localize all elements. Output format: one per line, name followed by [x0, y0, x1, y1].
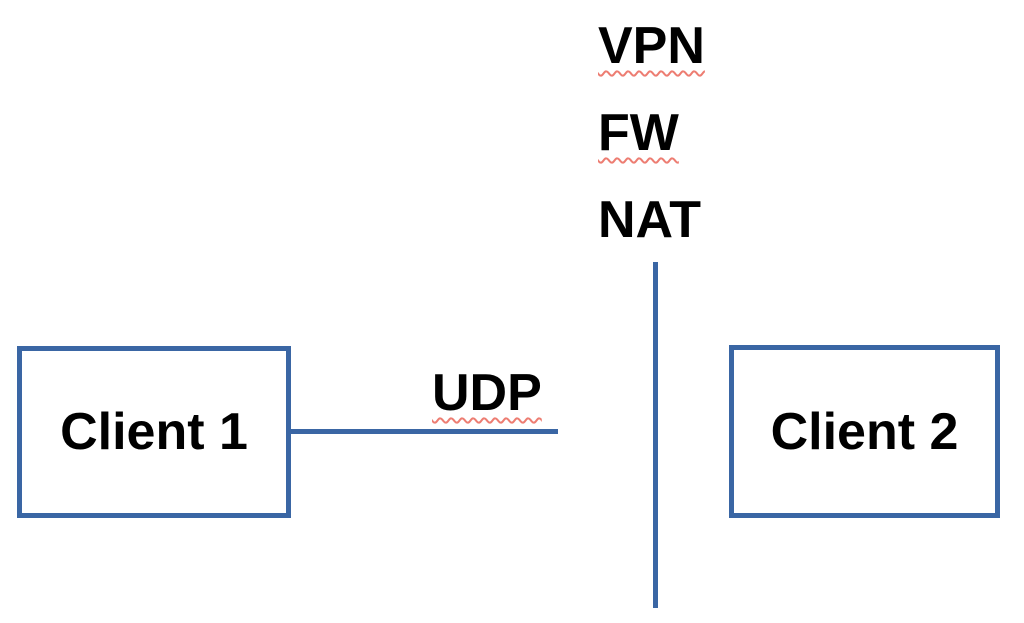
client1-node: Client 1 [17, 346, 291, 518]
client2-label: Client 2 [770, 402, 959, 461]
fw-label: FW [598, 104, 679, 162]
nat-label: NAT [598, 191, 702, 249]
client1-label: Client 1 [60, 403, 248, 461]
vpn-label: VPN [598, 17, 705, 75]
vpn-fw-nat-vertical-line [653, 262, 658, 608]
udp-link-label: UDP [432, 364, 542, 422]
udp-horizontal-line [291, 429, 558, 434]
client2-node: Client 2 [729, 345, 1000, 518]
